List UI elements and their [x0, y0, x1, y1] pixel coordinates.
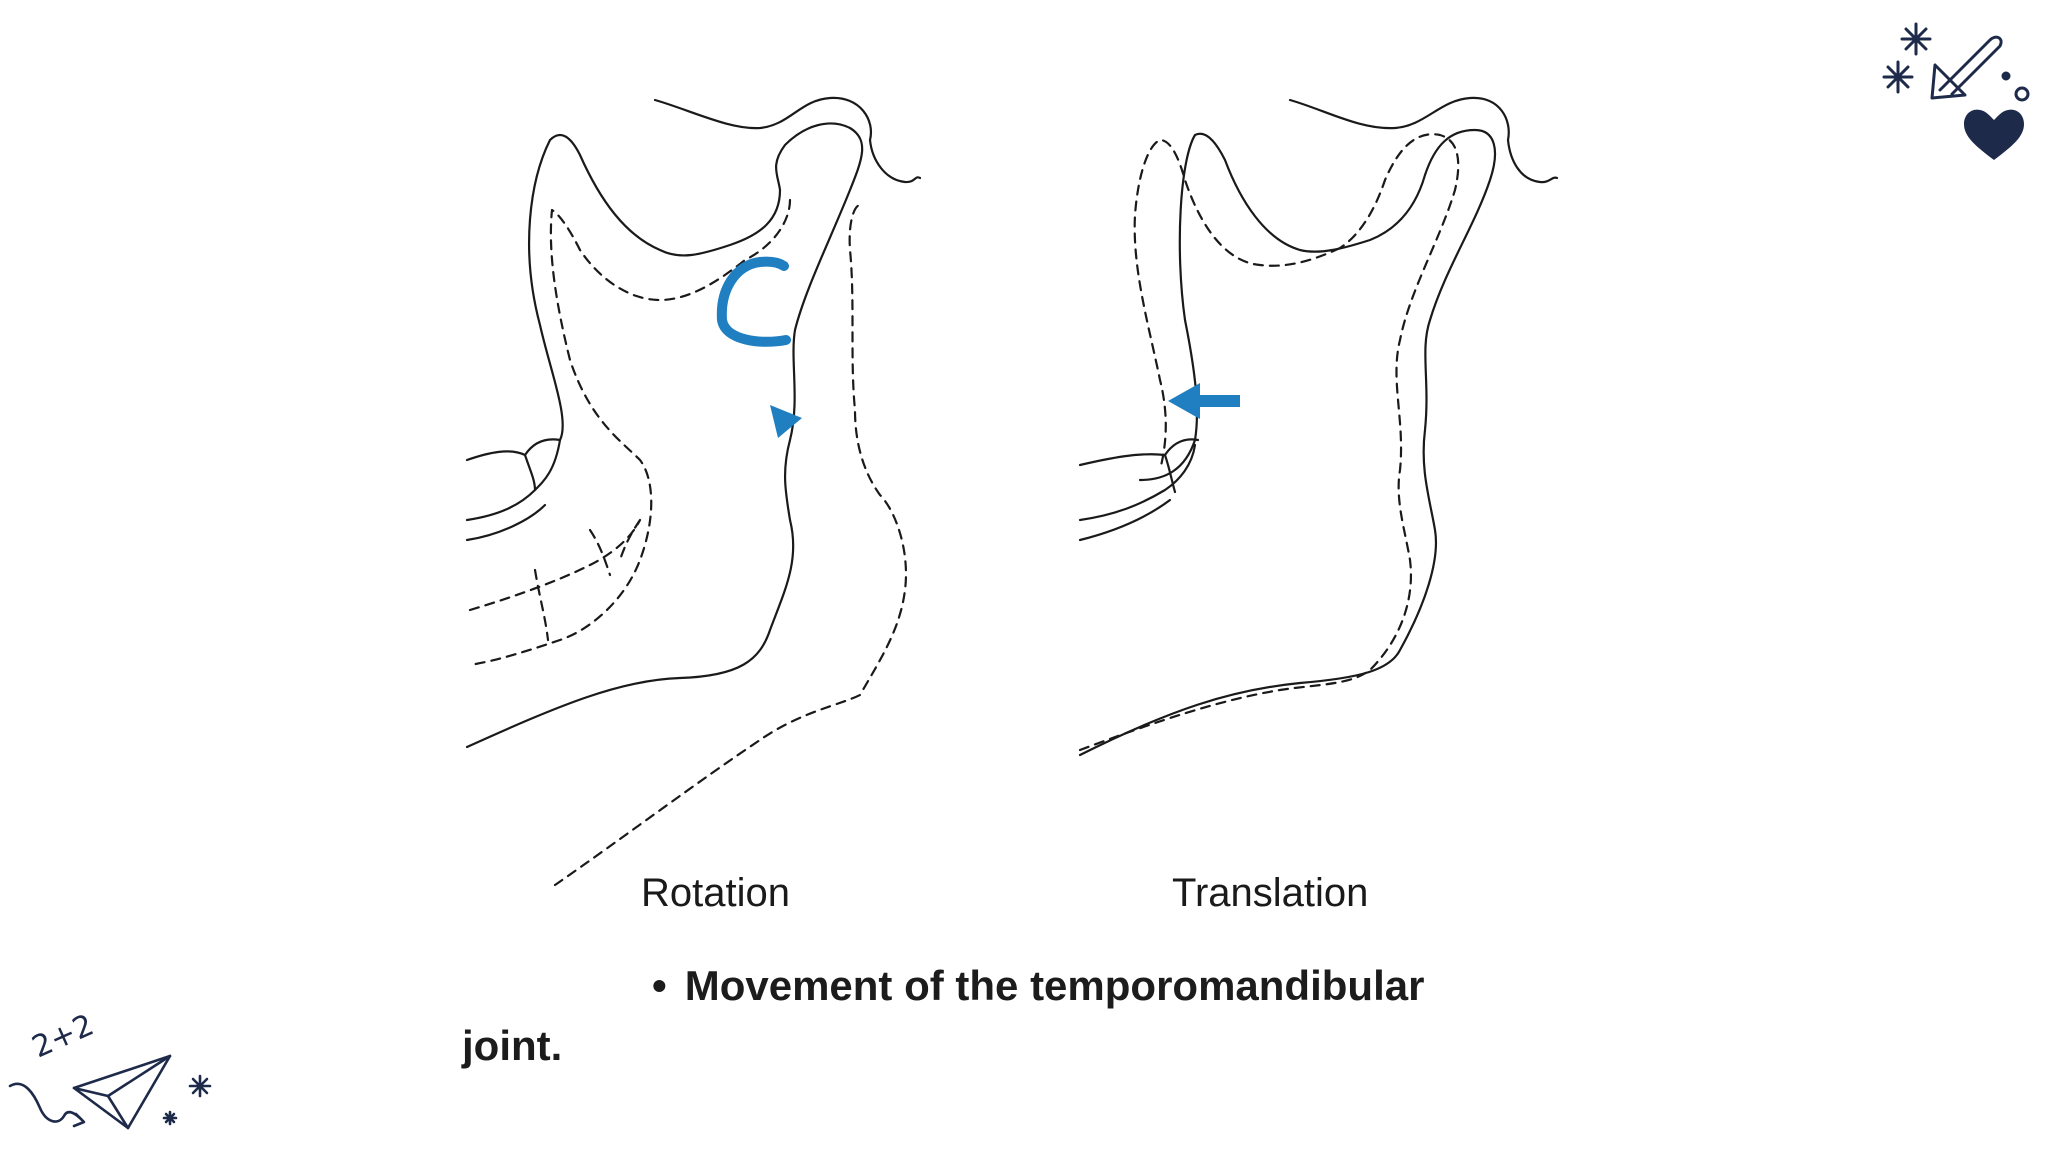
paper-plane-icon	[72, 1054, 172, 1130]
sparkle-icon	[162, 1074, 212, 1126]
wavy-line	[8, 1082, 84, 1123]
math-doodle: 2+2	[27, 1008, 99, 1066]
caption-line-1: • Movement of the temporomandibular	[652, 962, 1424, 1010]
rotation-teeth-solid	[465, 438, 562, 542]
rotation-fossa	[653, 96, 922, 184]
circle-icon	[2014, 86, 2030, 102]
sparkle-icon	[1882, 22, 1932, 94]
caption-text-1: Movement of the temporomandibular	[684, 962, 1425, 1009]
circle-icon	[2001, 71, 2011, 81]
translation-mandible-dashed	[1078, 133, 1460, 752]
caption-line-2: joint.	[462, 1022, 563, 1069]
bottom-left-doodles: 2+2	[8, 1008, 212, 1130]
translation-fossa	[1288, 96, 1559, 184]
translation-label: Translation	[1172, 871, 1369, 915]
translation-panel	[1078, 96, 1559, 757]
translation-teeth	[1078, 438, 1200, 542]
rotation-panel	[465, 96, 922, 887]
rotation-label: Rotation	[641, 871, 790, 915]
rotation-mandible-dashed	[468, 198, 907, 887]
arrow-icon	[1930, 35, 2003, 100]
caption-bullet: •	[652, 962, 667, 1009]
translation-arrowhead	[1168, 383, 1200, 419]
translation-mandible-solid	[1078, 128, 1497, 757]
wavy-arrowhead	[72, 1112, 86, 1128]
rotation-arrowhead	[770, 405, 802, 438]
rotation-arrow	[716, 256, 791, 347]
rotation-mandible-solid	[465, 122, 864, 749]
heart-icon	[1964, 109, 2024, 160]
top-right-doodles	[1882, 22, 2030, 160]
